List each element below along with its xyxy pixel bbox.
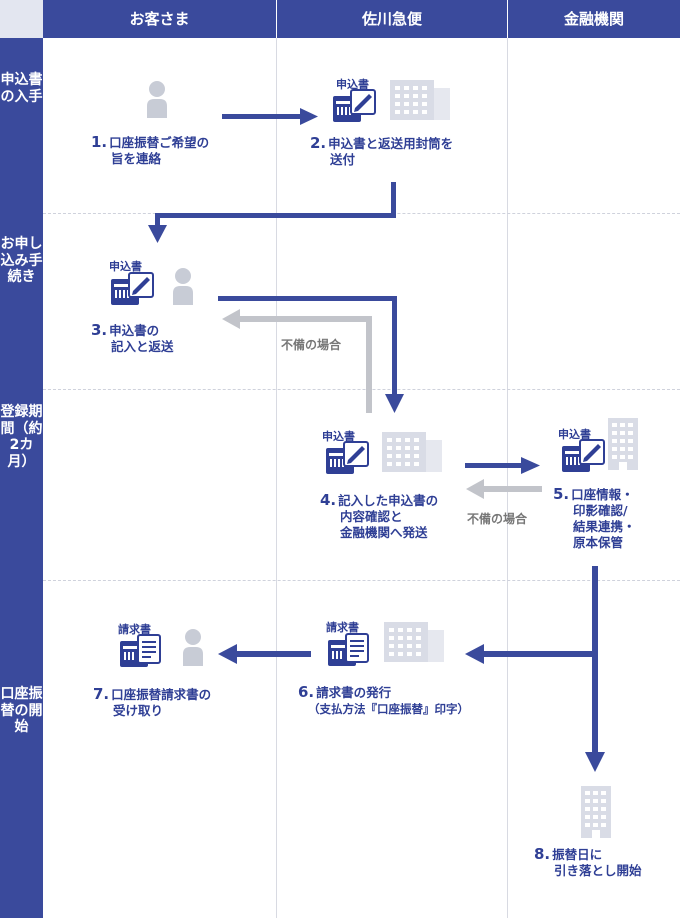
column-divider <box>507 38 508 918</box>
arrow-5-to-6-and-8 <box>465 566 605 772</box>
application-document-icon <box>332 89 376 123</box>
step-text: 結果連携・ <box>573 519 636 534</box>
application-document-icon <box>561 439 605 473</box>
arrow-4-to-5 <box>465 457 540 474</box>
step-1: 1.口座振替ご希望の 旨を連絡 <box>91 134 209 167</box>
arrow-1-to-2 <box>222 108 318 125</box>
lane-label-apply: お申し込み手続き <box>0 236 43 285</box>
step-text: 内容確認と <box>340 509 403 524</box>
doc-label-application: 申込書 <box>558 428 591 441</box>
doc-label-application: 申込書 <box>322 430 355 443</box>
step-number: 3. <box>91 321 108 339</box>
step-text: 口座振替請求書の <box>111 687 212 702</box>
customer-person-icon <box>183 629 203 666</box>
step-number: 7. <box>93 685 110 703</box>
step-number: 1. <box>91 133 108 151</box>
header-corner <box>0 0 43 38</box>
step-text: 印影確認/ <box>573 503 628 518</box>
lane-band <box>0 38 43 918</box>
step-5: 5.口座情報・ 印影確認/ 結果連携・ 原本保管 <box>553 486 636 551</box>
lane-label-start: 口座振替の開始 <box>0 686 43 735</box>
step-text: 申込書の <box>109 323 160 338</box>
step-text: 口座情報・ <box>571 487 634 502</box>
step-text: 原本保管 <box>573 535 624 550</box>
sagawa-building-icon <box>384 622 444 662</box>
step-8: 8.振替日に 引き落とし開始 <box>534 846 642 879</box>
invoice-document-icon <box>119 634 161 668</box>
doc-label-application: 申込書 <box>109 260 142 273</box>
step-7: 7.口座振替請求書の 受け取り <box>93 686 211 719</box>
step-number: 6. <box>298 683 315 701</box>
column-header-customer: お客さま <box>43 0 276 38</box>
step-text: （支払方法『口座振替』印字） <box>308 702 469 716</box>
step-3: 3.申込書の 記入と返送 <box>91 322 174 355</box>
application-document-icon <box>110 272 154 306</box>
arrow-3-to-4 <box>218 296 404 413</box>
step-text: 記入と返送 <box>111 339 174 354</box>
step-text: 申込書と返送用封筒を <box>328 136 454 151</box>
step-text: 請求書の発行 <box>316 685 392 700</box>
customer-person-icon <box>147 81 167 118</box>
doc-label-application: 申込書 <box>336 78 369 91</box>
lane-label-acquire: 申込書の入手 <box>0 72 43 105</box>
sagawa-building-icon <box>382 432 442 472</box>
invoice-document-icon <box>327 633 369 667</box>
step-number: 8. <box>534 845 551 863</box>
arrow-2-to-3 <box>148 182 396 243</box>
note-incomplete: 不備の場合 <box>281 338 342 352</box>
arrow-6-to-7 <box>218 644 311 664</box>
arrow-incomplete-return-to-customer <box>222 309 372 413</box>
step-4: 4.記入した申込書の 内容確認と 金融機関へ発送 <box>320 492 438 541</box>
customer-person-icon <box>173 268 193 305</box>
step-text: 金融機関へ発送 <box>340 525 428 540</box>
doc-label-invoice: 請求書 <box>118 623 151 636</box>
column-header-sagawa: 佐川急便 <box>277 0 507 38</box>
step-text: 口座振替ご希望の <box>109 135 210 150</box>
bank-building-icon <box>581 786 611 838</box>
column-divider <box>276 38 277 918</box>
bank-building-icon <box>608 418 638 470</box>
doc-label-invoice: 請求書 <box>326 621 359 634</box>
step-2: 2.申込書と返送用封筒を 送付 <box>310 135 453 168</box>
step-6: 6.請求書の発行 （支払方法『口座振替』印字） <box>298 684 469 717</box>
lane-label-registration: 登録期間（約2カ月） <box>0 404 43 470</box>
column-header-bank: 金融機関 <box>508 0 680 38</box>
step-number: 4. <box>320 491 337 509</box>
step-number: 2. <box>310 134 327 152</box>
lane-divider <box>43 389 680 390</box>
step-text: 記入した申込書の <box>338 493 439 508</box>
lane-divider <box>43 580 680 581</box>
arrow-incomplete-return-to-sagawa <box>466 479 542 499</box>
step-text: 受け取り <box>113 703 164 718</box>
application-document-icon <box>325 441 369 475</box>
step-text: 引き落とし開始 <box>554 863 642 878</box>
step-text: 旨を連絡 <box>111 151 162 166</box>
step-text: 振替日に <box>552 847 603 862</box>
note-incomplete: 不備の場合 <box>467 512 528 526</box>
sagawa-building-icon <box>390 80 450 120</box>
step-number: 5. <box>553 485 570 503</box>
step-text: 送付 <box>330 152 356 167</box>
